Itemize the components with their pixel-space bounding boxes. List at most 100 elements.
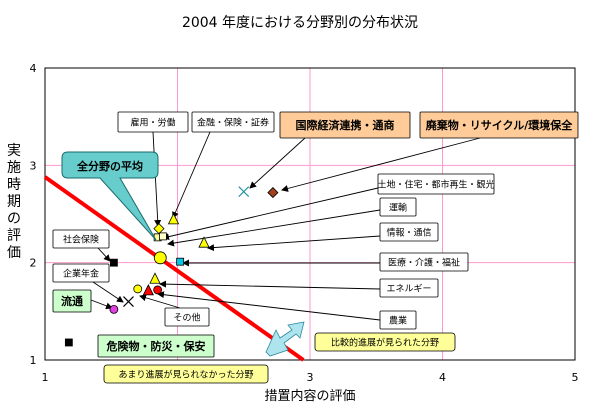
annotation-text: 社会保険	[63, 233, 99, 245]
annotation-text: 廃棄物・リサイクル/環境保全	[426, 118, 573, 132]
leader-arrow	[207, 235, 381, 252]
annotation-box-frame	[379, 310, 417, 330]
annotation-box: 比較的進展が見られた分野	[314, 332, 456, 352]
leader-arrow	[157, 291, 381, 321]
y-axis-label: 実施時期の評価	[7, 143, 21, 261]
point-triangle	[149, 272, 161, 284]
leader-arrow	[281, 137, 481, 192]
annotation-box: 運輸	[379, 197, 417, 217]
annotation-box-frame	[379, 278, 439, 298]
y-tick-label: 4	[30, 62, 37, 75]
leader-arrow	[90, 299, 113, 310]
annotation-text: 雇用・労働	[130, 116, 175, 128]
point-circle	[109, 304, 119, 314]
annotation-text: 比較的進展が見られた分野	[331, 336, 439, 348]
annotation-box-frame	[52, 229, 110, 249]
annotation-box: 企業年金	[52, 263, 110, 283]
annotation-box-frame	[52, 289, 92, 313]
x-tick-label: 3	[307, 371, 314, 384]
annotation-box: 国際経済連携・通商	[279, 111, 411, 139]
average-trend-line	[43, 175, 305, 362]
point-triangle	[167, 212, 180, 225]
annotation-box: その他	[164, 307, 210, 327]
point-triangle	[198, 236, 210, 248]
annotation-box-frame	[314, 332, 456, 352]
annotation-text: 土地・住宅・都市再生・観光	[377, 178, 494, 190]
annotation-text: 金融・保険・証券	[197, 116, 269, 128]
annotation-box: エネルギー	[379, 278, 439, 298]
annotation-box-frame	[103, 364, 269, 384]
point-x	[123, 296, 134, 308]
annotation-layer: 雇用・労働 金融・保険・証券 国際経済連携・通商 廃棄物・リサイクル/環境保全全分野の…	[52, 111, 579, 384]
annotation-box: 金融・保険・証券	[191, 111, 275, 133]
annotation-box: 農業	[379, 310, 417, 330]
annotation-text: エネルギー	[386, 283, 431, 294]
callout-average: 全分野の平均	[61, 151, 159, 241]
point-circle	[153, 251, 167, 265]
annotation-box-frame	[379, 197, 417, 217]
annotation-text: 農業	[389, 314, 407, 326]
point-square	[64, 338, 73, 347]
callout-shape	[61, 151, 159, 241]
y-tick-label: 2	[30, 257, 37, 270]
annotation-text: 運輸	[389, 201, 407, 213]
annotation-text: 情報・通信	[386, 226, 431, 238]
annotation-box: 廃棄物・リサイクル/環境保全	[419, 111, 579, 139]
point-x	[238, 186, 250, 198]
annotation-box: 医療・介護・福祉	[379, 252, 469, 272]
annotation-box-frame	[97, 334, 215, 358]
point-square	[110, 258, 118, 267]
point-diamond	[267, 187, 279, 199]
x-tick-label: 5	[572, 371, 579, 384]
leader-lines	[90, 131, 481, 321]
double-arrow-shape	[265, 321, 305, 357]
annotation-text: 企業年金	[63, 267, 99, 279]
leader-arrow	[159, 280, 381, 290]
x-tick-label: 1	[42, 371, 49, 384]
callout-text: 全分野の平均	[76, 159, 143, 173]
annotation-box-frame	[419, 111, 579, 139]
leader-arrow	[97, 247, 111, 262]
point-x-stroke	[123, 296, 134, 308]
annotation-text: あまり進展が見られなかった分野	[118, 368, 253, 380]
annotation-text: 危険物・防災・保安	[106, 339, 206, 353]
point-triangle	[142, 283, 154, 296]
point-x-stroke	[238, 186, 250, 198]
y-tick-label: 1	[30, 354, 37, 367]
annotation-box-frame	[379, 252, 469, 272]
leader-arrow	[172, 131, 211, 219]
y-axis-label-group: 実施時期の評価	[7, 143, 21, 261]
annotation-text: 医療・介護・福祉	[388, 256, 460, 268]
point-square	[159, 232, 167, 241]
annotation-box: 雇用・労働	[117, 111, 189, 133]
annotation-box-frame	[52, 263, 110, 283]
plot-frame	[44, 67, 576, 361]
progress-double-arrow	[265, 321, 305, 357]
annotation-box-frame	[279, 111, 411, 139]
annotation-box: 流通	[52, 289, 92, 313]
point-diamond	[153, 223, 165, 235]
annotation-box-frame	[377, 173, 495, 195]
annotation-box: 社会保険	[52, 229, 110, 249]
leader-arrow	[249, 137, 306, 189]
annotation-box: 危険物・防災・保安	[97, 334, 215, 358]
leader-arrow	[152, 131, 162, 227]
x-tick-label: 4	[439, 371, 446, 384]
point-circle	[133, 284, 143, 294]
annotation-text: 流通	[61, 294, 83, 308]
leader-arrow	[162, 187, 379, 241]
annotation-box-frame	[379, 222, 439, 242]
chart-title: 2004 年度における分野別の分布状況	[182, 15, 418, 31]
annotation-box-frame	[191, 111, 275, 133]
y-tick-label: 3	[30, 159, 37, 172]
leader-arrow	[167, 209, 381, 247]
annotation-box: 土地・住宅・都市再生・観光	[377, 173, 495, 195]
point-circle	[153, 285, 163, 295]
annotation-text: 国際経済連携・通商	[296, 118, 395, 132]
annotation-box-frame	[164, 307, 210, 327]
trend-line-layer	[43, 175, 305, 362]
annotation-box: 情報・通信	[379, 222, 439, 242]
leader-arrow	[139, 294, 181, 309]
